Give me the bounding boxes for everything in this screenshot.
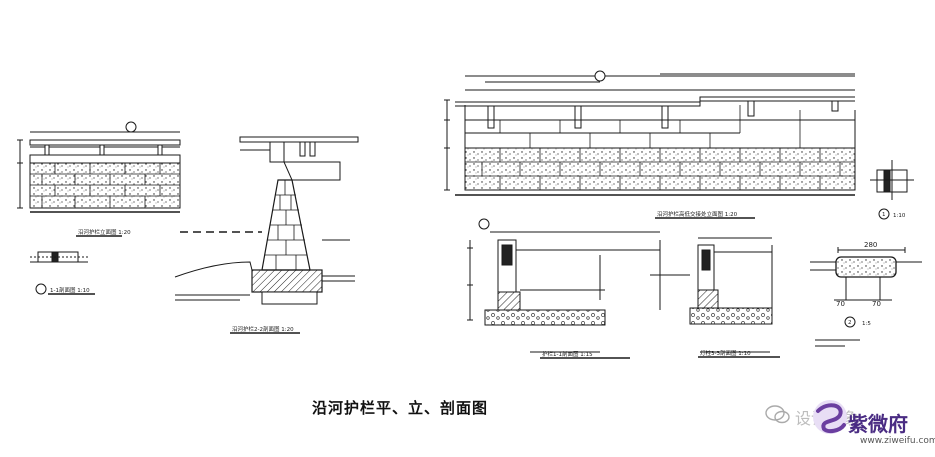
label-section-1-1-b: 护栏1-1剖面图 1:15 xyxy=(542,350,593,358)
circle-label-1: 1 xyxy=(882,212,886,218)
elevation-right xyxy=(444,70,856,219)
watermark-url: www.ziweifu.com xyxy=(860,436,935,446)
detail-2 xyxy=(810,247,922,347)
page-caption: 沿河护栏平、立、剖面图 xyxy=(312,399,489,417)
label-detail-1: 1:10 xyxy=(893,213,906,219)
section-2-2 xyxy=(174,136,359,334)
elevation-main xyxy=(17,121,181,237)
label-elev-right: 沿河护栏高低交接处立面图 1:20 xyxy=(657,210,738,218)
label-detail-2: 1:5 xyxy=(862,321,871,327)
section-1-1-guardrail xyxy=(467,218,690,359)
brand-logo-icon xyxy=(813,400,847,434)
label-section-1-1-a: 1-1剖面图 1:10 xyxy=(50,286,90,294)
dim-70-b: 70 xyxy=(872,300,881,308)
section-3-3 xyxy=(689,237,780,358)
circle-label-2: 2 xyxy=(848,320,852,326)
dim-70-a: 70 xyxy=(836,300,845,308)
wechat-icon xyxy=(765,405,790,424)
label-section-2-2: 沿河护栏2-2剖面图 1:20 xyxy=(232,325,294,333)
watermark-brand: 紫微府 xyxy=(848,412,908,436)
section-1-1-small xyxy=(30,251,95,295)
label-elev-main: 沿河护栏立面图 1:20 xyxy=(78,228,131,236)
dim-280: 280 xyxy=(864,241,877,249)
detail-1 xyxy=(870,160,914,220)
label-section-3-3: 灯柱3-3剖面图 1:10 xyxy=(700,349,751,357)
